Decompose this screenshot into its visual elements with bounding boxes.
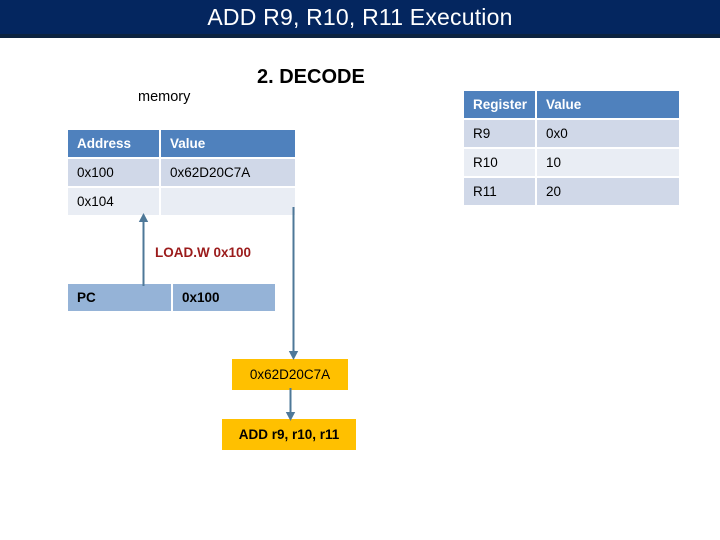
register-cell-name: R9 — [464, 118, 537, 148]
register-cell-name: R11 — [464, 176, 537, 205]
arrow-up-icon — [138, 213, 149, 286]
arrow-down-icon — [285, 388, 296, 421]
memory-label: memory — [138, 89, 191, 105]
table-row: R9 0x0 — [464, 118, 679, 148]
register-table: Register Value R9 0x0 R10 10 R11 20 — [464, 91, 679, 205]
table-row: 0x104 — [68, 186, 295, 215]
memory-cell-value: 0x62D20C7A — [160, 157, 295, 187]
pc-value: 0x100 — [172, 284, 275, 311]
page-title: ADD R9, R10, R11 Execution — [207, 4, 513, 30]
memory-cell-value — [160, 186, 295, 215]
load-instruction-label: LOAD.W 0x100 — [155, 245, 252, 260]
table-header-row: Address Value — [68, 130, 295, 158]
memory-table: Address Value 0x100 0x62D20C7A 0x104 — [68, 130, 295, 215]
register-cell-name: R10 — [464, 147, 537, 177]
memory-col-value: Value — [160, 130, 295, 158]
arrow-down-icon — [288, 207, 299, 360]
register-col-value: Value — [536, 91, 679, 119]
memory-cell-address: 0x104 — [68, 186, 161, 215]
pc-label: PC — [68, 284, 173, 311]
register-cell-value: 20 — [536, 176, 679, 205]
table-header-row: Register Value — [464, 91, 679, 119]
decoded-instruction-box: ADD r9, r10, r11 — [222, 419, 356, 450]
register-cell-value: 0x0 — [536, 118, 679, 148]
encoded-word-box: 0x62D20C7A — [232, 359, 348, 390]
memory-col-address: Address — [68, 130, 161, 158]
table-row: PC 0x100 — [68, 284, 275, 311]
stage-heading: 2. DECODE — [257, 66, 365, 88]
table-row: 0x100 0x62D20C7A — [68, 157, 295, 187]
register-col-register: Register — [464, 91, 537, 119]
slide-title-bar: ADD R9, R10, R11 Execution — [0, 0, 720, 38]
register-cell-value: 10 — [536, 147, 679, 177]
memory-cell-address: 0x100 — [68, 157, 161, 187]
program-counter-table: PC 0x100 — [68, 284, 275, 311]
table-row: R10 10 — [464, 147, 679, 177]
table-row: R11 20 — [464, 176, 679, 205]
